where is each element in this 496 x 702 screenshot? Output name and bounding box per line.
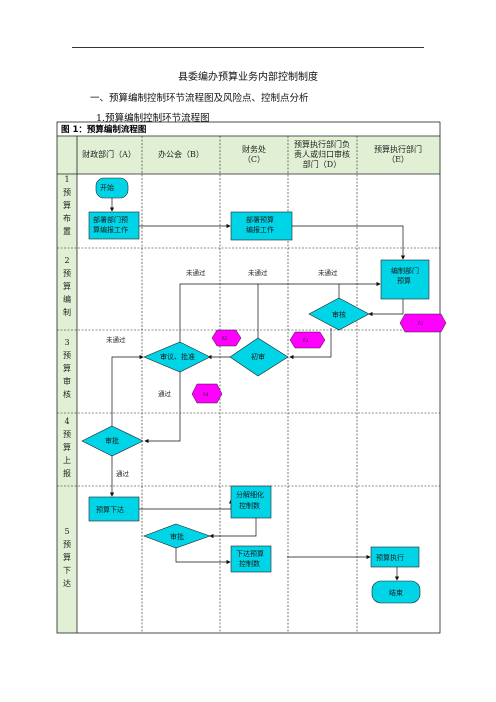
stage-label-4-line-0: 5 [64,527,69,536]
stage-label-4-line-1: 预 [63,539,71,549]
figure-caption: 图 1：预算编制流程图 [61,124,146,135]
prepare-budget-node [380,259,430,300]
decompose-label-1: 分解细化 [236,490,264,499]
stage-label-3-line-4: 报 [63,468,71,478]
issue-budget-node [88,496,140,522]
execute-label: 预算执行 [376,553,404,562]
column-header-3-line-0: 预算执行部门负 [294,139,350,149]
column-header-2-line-0: 财务处 [242,144,266,154]
prereview-c-label: 初审 [251,352,265,361]
risk-tag-r1 [399,313,447,333]
execute-node [370,546,420,568]
column-header-4-line-1: （E） [387,155,409,164]
stage-label-1-line-1: 预 [63,268,71,278]
decompose-label-2: 控制数 [239,501,260,510]
end-node [371,580,421,604]
stage-label-1-line-0: 2 [64,256,69,265]
deploy-c-node [230,211,293,241]
stage-label-2-line-0: 3 [64,338,69,347]
review-d-label: 审核 [332,310,346,319]
stage-label-2-line-3: 审 [63,376,71,386]
column-header-3-line-1: 责人或归口审核 [294,149,350,159]
top-rule [72,47,424,48]
risk-tag-r1-label: R1 [418,321,424,326]
edge-label-pass-1: 通过 [158,389,172,398]
stage-label-2-line-1: 预 [63,350,71,360]
deploy-label-2: 算编报工作 [93,225,128,234]
risk-tag-r3 [289,331,326,349]
deploy-budget-node [88,211,140,240]
section-heading: 一、预算编制控制环节流程图及风险点、控制点分析 [90,93,309,104]
edge-label-fail-1: 未通过 [186,268,206,277]
edge-label-fail-4: 未通过 [106,335,126,344]
column-header-band [57,136,440,174]
stage-label-1-line-3: 编 [63,294,71,304]
stage-label-0-line-4: 置 [63,227,71,236]
issue-c-label-1: 下达预算 [236,549,264,558]
stage-label-3-line-2: 算 [63,442,71,452]
risk-tag-r4-label: R4 [203,392,209,397]
review-d-diamond [308,297,370,331]
edge-label-fail-3: 未通过 [318,268,338,277]
stage-label-4-line-3: 下 [63,566,71,575]
deploy-c-label-2: 编报工作 [246,225,274,234]
figure-frame [56,121,441,634]
prepare-label-1: 编制部门 [391,266,419,275]
stage-label-2-line-2: 算 [63,363,71,373]
stage-label-0-line-1: 预 [63,187,71,197]
report-a-diamond [81,425,144,457]
approve-b-label: 审议、批准 [160,352,195,361]
risk-tag-r4 [191,383,223,404]
subsection-heading: 1.预算编制控制环节流程图 [96,113,210,124]
stage-label-3-line-3: 上 [63,456,71,465]
column-header-3-line-2: 部门（D） [303,159,341,169]
prepare-label-2: 预算 [397,276,411,285]
stage-label-4-line-2: 算 [63,552,71,562]
document-title: 县委编办预算业务内部控制制度 [178,72,318,83]
report-a-label: 审批 [105,436,119,445]
stage-label-4-line-4: 达 [63,578,71,588]
column-header-0-line-0: 财政部门（A） [82,149,136,159]
deploy-label-1: 部署部门预 [93,215,128,224]
decompose-node [230,485,272,519]
stage-label-3-line-0: 4 [64,417,69,426]
approve-b2-label: 审批 [170,532,184,541]
stage-label-1-line-2: 算 [63,281,71,291]
risk-tag-r3-label: R3 [303,338,309,343]
approve-b-diamond [143,341,211,373]
stage-label-2-line-4: 核 [63,389,71,399]
risk-tag-r2 [211,329,242,347]
issue-a-label: 预算下达 [96,505,124,514]
stage-column-band [57,136,77,633]
risk-tag-r2-label: R2 [222,336,228,341]
edge-label-pass-2: 通过 [116,469,130,478]
issue-control-node [230,545,272,573]
start-label: 开始 [100,183,114,192]
prereview-c-diamond [229,337,289,377]
stage-label-0-line-0: 1 [64,175,69,184]
deploy-c-label-1: 部署预算 [246,215,274,224]
issue-c-label-2: 控制数 [239,559,260,568]
stage-label-0-line-3: 布 [63,213,71,223]
column-header-1-line-0: 办公会（B） [158,149,204,159]
end-label: 结束 [389,588,403,597]
stage-label-1-line-4: 制 [63,307,71,317]
column-header-4-line-0: 预算执行部门 [374,144,422,154]
stage-label-0-line-2: 算 [63,200,71,210]
start-node [95,177,129,199]
approve-b2-diamond [143,523,211,549]
column-header-2-line-1: （C） [243,155,265,164]
stage-label-3-line-1: 预 [63,429,71,439]
edge-label-fail-2: 未通过 [248,268,268,277]
